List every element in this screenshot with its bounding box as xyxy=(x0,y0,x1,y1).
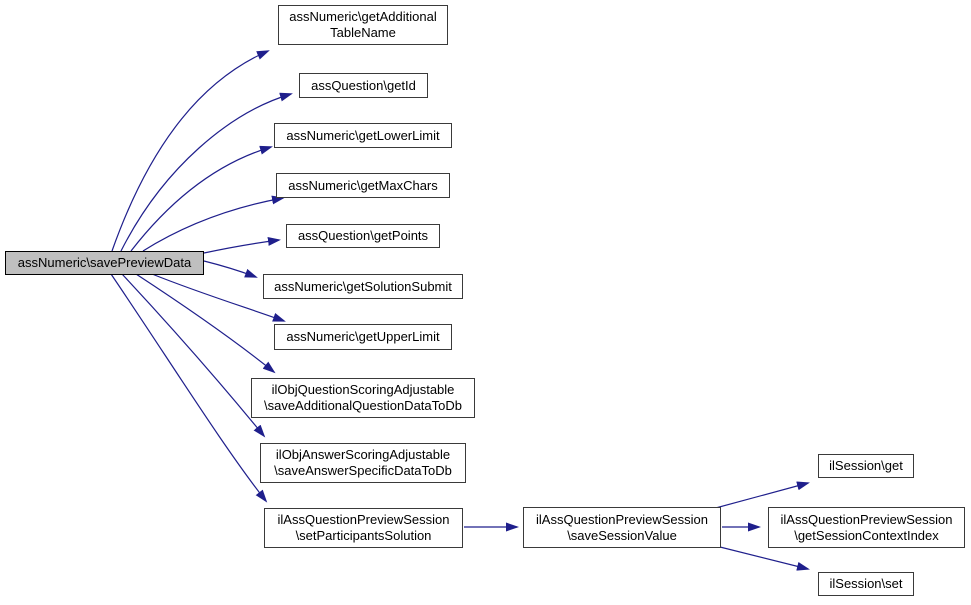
node-save-answer-specific-data-to-db[interactable]: ilObjAnswerScoringAdjustable \saveAnswer… xyxy=(260,443,466,483)
edge-main-to-upper-limit xyxy=(151,273,286,322)
edge-save-sess-to-sess-set xyxy=(711,544,810,571)
edge-main-to-save-addq xyxy=(135,273,276,374)
node-get-points[interactable]: assQuestion\getPoints xyxy=(286,224,440,248)
node-get-session-context-index[interactable]: ilAssQuestionPreviewSession \getSessionC… xyxy=(768,507,965,548)
node-get-max-chars[interactable]: assNumeric\getMaxChars xyxy=(276,173,450,198)
node-save-preview-data: assNumeric\savePreviewData xyxy=(5,251,204,275)
node-save-additional-question-data-to-db[interactable]: ilObjQuestionScoringAdjustable \saveAddi… xyxy=(251,378,475,418)
node-get-additional-table-name[interactable]: assNumeric\getAdditional TableName xyxy=(278,5,448,45)
edge-main-to-solution-sub xyxy=(203,260,258,278)
node-save-session-value[interactable]: ilAssQuestionPreviewSession \saveSession… xyxy=(523,507,721,548)
edge-main-to-add-table xyxy=(111,50,270,252)
edge-main-to-lower-limit xyxy=(130,145,273,252)
node-get-upper-limit[interactable]: assNumeric\getUpperLimit xyxy=(274,324,452,350)
edge-main-to-save-ans xyxy=(121,273,266,438)
node-session-set[interactable]: ilSession\set xyxy=(818,572,914,596)
edge-main-to-get-id xyxy=(120,92,293,252)
node-get-solution-submit[interactable]: assNumeric\getSolutionSubmit xyxy=(263,274,463,299)
node-session-get[interactable]: ilSession\get xyxy=(818,454,914,478)
edge-main-to-max-chars xyxy=(142,195,285,252)
node-set-participants-solution[interactable]: ilAssQuestionPreviewSession \setParticip… xyxy=(264,508,463,548)
edge-save-sess-to-sess-get xyxy=(711,481,810,510)
node-get-id[interactable]: assQuestion\getId xyxy=(299,73,428,98)
edge-main-to-set-part xyxy=(110,273,268,503)
node-get-lower-limit[interactable]: assNumeric\getLowerLimit xyxy=(274,123,452,148)
edge-main-to-get-points xyxy=(203,236,281,254)
